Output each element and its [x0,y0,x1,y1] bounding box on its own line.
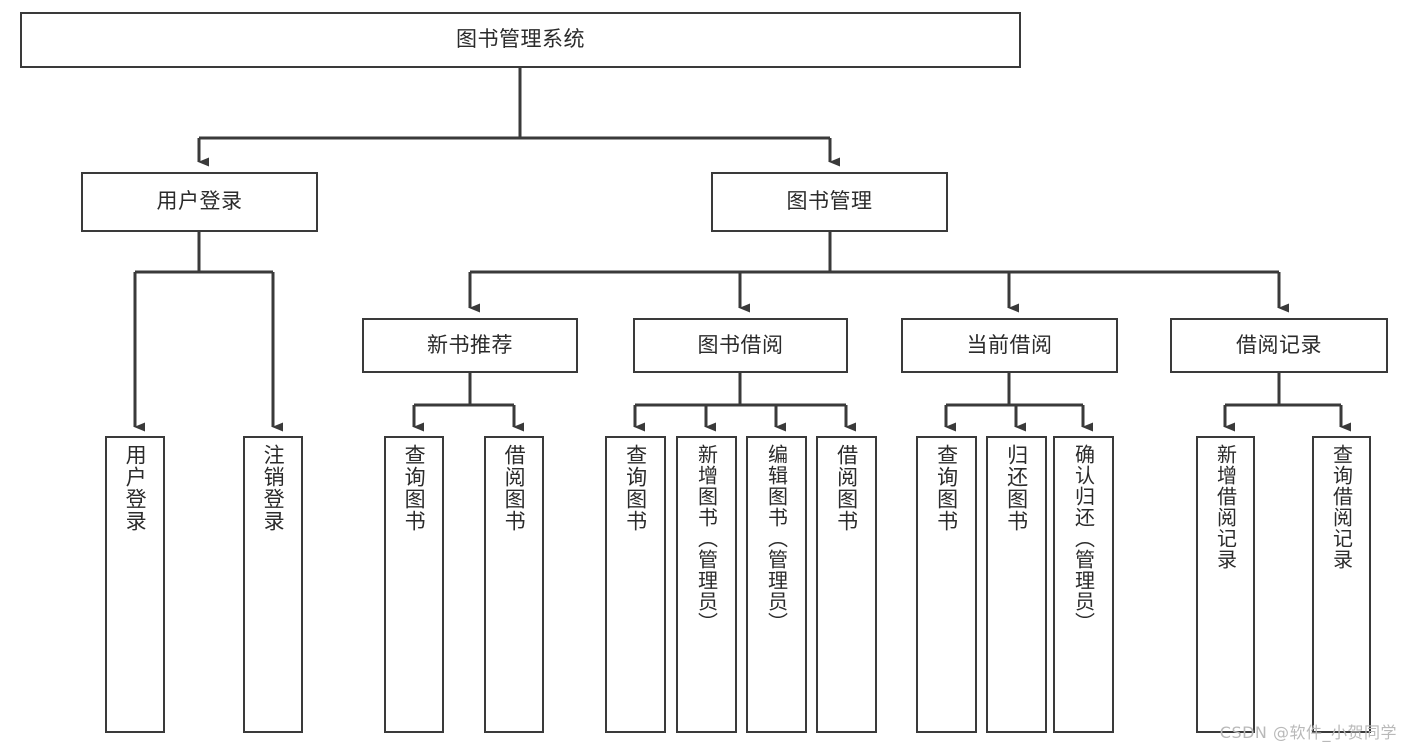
node-leaf-query-book-3[interactable]: 查询图书 [916,436,977,733]
node-new-book-rec-label: 新书推荐 [427,332,513,357]
node-leaf-logout-label: 注销登录 [261,444,286,532]
node-leaf-borrow-book-1[interactable]: 借阅图书 [484,436,544,733]
node-root-label: 图书管理系统 [456,27,585,52]
node-current-borrow[interactable]: 当前借阅 [901,318,1118,373]
node-user-login-label: 用户登录 [156,189,243,214]
node-leaf-add-book-label: 新增图书（管理员） [694,444,719,633]
node-borrow-record-label: 借阅记录 [1236,332,1322,357]
node-leaf-query-book-1-label: 查询图书 [402,444,427,532]
node-leaf-query-record[interactable]: 查询借阅记录 [1312,436,1371,733]
node-leaf-add-record[interactable]: 新增借阅记录 [1196,436,1255,733]
node-borrow-record[interactable]: 借阅记录 [1170,318,1388,373]
node-leaf-user-login[interactable]: 用户登录 [105,436,165,733]
node-leaf-confirm-return[interactable]: 确认归还（管理员） [1053,436,1114,733]
node-leaf-query-book-1[interactable]: 查询图书 [384,436,444,733]
node-user-login[interactable]: 用户登录 [81,172,318,232]
node-root[interactable]: 图书管理系统 [20,12,1021,68]
node-leaf-query-book-3-label: 查询图书 [934,444,959,532]
node-leaf-logout[interactable]: 注销登录 [243,436,303,733]
node-leaf-confirm-return-label: 确认归还（管理员） [1071,444,1096,633]
node-leaf-add-record-label: 新增借阅记录 [1213,444,1238,570]
node-book-mgmt[interactable]: 图书管理 [711,172,948,232]
node-current-borrow-label: 当前借阅 [966,332,1053,357]
node-leaf-add-book[interactable]: 新增图书（管理员） [676,436,737,733]
node-leaf-borrow-book-2-label: 借阅图书 [834,444,859,532]
node-new-book-rec[interactable]: 新书推荐 [362,318,578,373]
node-leaf-borrow-book-2[interactable]: 借阅图书 [816,436,877,733]
node-leaf-borrow-book-1-label: 借阅图书 [502,444,527,532]
node-leaf-edit-book[interactable]: 编辑图书（管理员） [746,436,807,733]
node-leaf-return-book-label: 归还图书 [1004,444,1029,532]
node-leaf-edit-book-label: 编辑图书（管理员） [764,444,789,633]
node-leaf-query-record-label: 查询借阅记录 [1329,444,1354,570]
node-leaf-user-login-label: 用户登录 [123,444,148,532]
node-leaf-return-book[interactable]: 归还图书 [986,436,1047,733]
node-leaf-query-book-2[interactable]: 查询图书 [605,436,666,733]
node-book-borrow[interactable]: 图书借阅 [633,318,848,373]
node-book-borrow-label: 图书借阅 [697,332,784,357]
node-book-mgmt-label: 图书管理 [786,189,873,214]
node-leaf-query-book-2-label: 查询图书 [623,444,648,532]
watermark-text: CSDN @软件_小贺同学 [1219,723,1397,742]
